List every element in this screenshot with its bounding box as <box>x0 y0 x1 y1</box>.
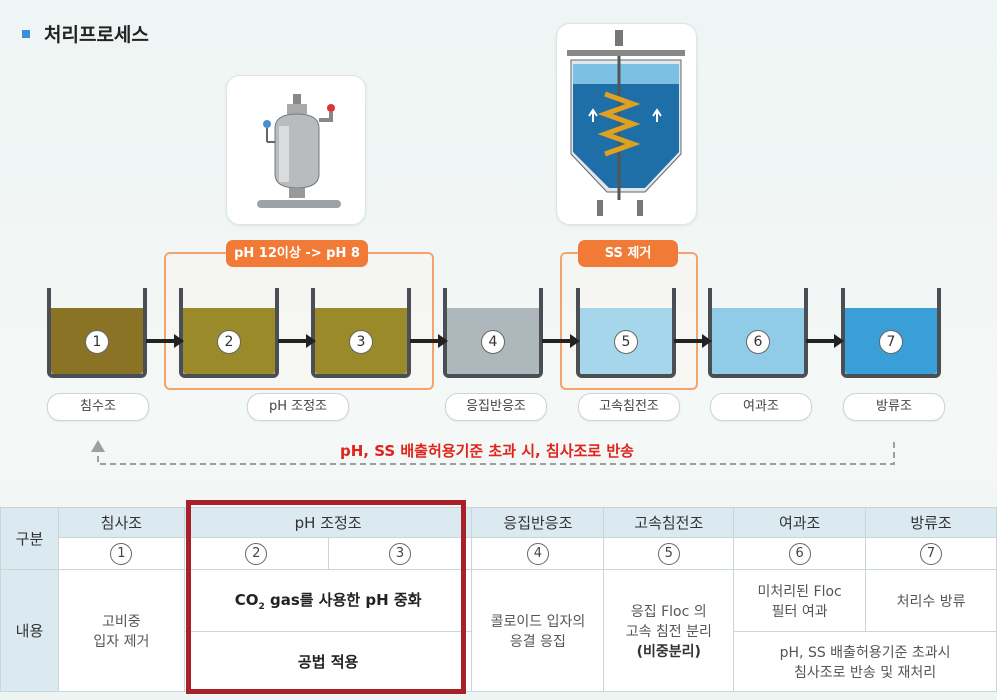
content-discharge: 처리수 방류 <box>865 569 997 632</box>
label-chimsujo: 침수조 <box>47 393 149 421</box>
label-coagulation: 응집반응조 <box>445 393 547 421</box>
ph-equipment-illustration <box>226 75 366 225</box>
content-line: 고비중 <box>102 613 141 630</box>
tank-walls <box>47 288 147 378</box>
content-line: 필터 여과 <box>771 603 828 620</box>
flow-arrow <box>542 334 580 348</box>
tank-7: 7 <box>841 288 941 378</box>
pressure-tank-icon <box>257 94 341 208</box>
return-path-arrow <box>91 440 895 465</box>
header-ph-adjust: pH 조정조 <box>183 507 473 538</box>
content-line: 고속 침전 분리 <box>625 623 712 640</box>
header-chimsajo: 침사조 <box>57 507 185 538</box>
section-header: 처리프로세스 <box>22 20 149 47</box>
tank-walls <box>841 288 941 378</box>
num-cell: 6 <box>733 537 867 570</box>
header-filtration: 여과조 <box>733 507 867 538</box>
content-line: 응결 응집 <box>509 633 566 650</box>
content-line: 침사조로 반송 및 재처리 <box>794 664 937 681</box>
tank-3: 3 <box>311 288 411 378</box>
num-cell: 5 <box>603 537 735 570</box>
page-title: 처리프로세스 <box>44 24 149 46</box>
tank-number-badge: 6 <box>746 330 770 354</box>
content-line: 미처리된 Floc <box>757 583 842 600</box>
tank-6: 6 <box>708 288 808 378</box>
tank-number-badge: 2 <box>217 330 241 354</box>
flow-arrow <box>410 334 448 348</box>
num-cell: 1 <box>57 537 185 570</box>
content-line: 콜로이드 입자의 <box>490 613 586 630</box>
content-ph-top: CO2 gas를 사용한 pH 중화 <box>183 569 473 632</box>
tank-number-badge: 1 <box>85 330 109 354</box>
tank-walls <box>311 288 411 378</box>
num-badge: 3 <box>389 542 412 565</box>
process-table: 구분 침사조 pH 조정조 응집반응조 고속침전조 여과조 방류조 1 2 3 … <box>0 507 997 692</box>
num-cell: 3 <box>327 537 473 570</box>
flow-arrow <box>806 334 844 348</box>
content-line: 응집 Floc 의 <box>630 603 707 620</box>
header-coagulation: 응집반응조 <box>471 507 605 538</box>
header-discharge: 방류조 <box>865 507 997 538</box>
flow-arrow <box>146 334 184 348</box>
tank-4: 4 <box>443 288 543 378</box>
flow-arrow <box>278 334 316 348</box>
num-badge: 2 <box>245 542 268 565</box>
num-cell: 7 <box>865 537 997 570</box>
content-line: pH, SS 배출허용기준 초과시 <box>779 644 951 661</box>
num-cell: 2 <box>183 537 329 570</box>
settling-tank-icon <box>567 30 685 216</box>
tank-number-badge: 4 <box>481 330 505 354</box>
return-note: pH, SS 배출허용기준 초과 시, 침사조로 반송 <box>340 442 634 460</box>
co2-rest-text: gas를 사용한 pH 중화 <box>264 591 422 609</box>
label-filtration: 여과조 <box>710 393 812 421</box>
label-discharge: 방류조 <box>843 393 945 421</box>
tank-walls <box>576 288 676 378</box>
ph-range-badge: pH 12이상 -> pH 8 <box>226 240 368 267</box>
ss-removal-badge: SS 제거 <box>578 240 678 267</box>
row-label-content: 내용 <box>0 569 59 692</box>
tank-number-badge: 3 <box>349 330 373 354</box>
co2-subscript: 2 <box>258 602 265 612</box>
tank-number-badge: 5 <box>614 330 638 354</box>
tank-walls <box>708 288 808 378</box>
label-sedimentation: 고속침전조 <box>578 393 680 421</box>
num-cell: 4 <box>471 537 605 570</box>
num-badge: 4 <box>526 542 549 565</box>
tank-number-badge: 7 <box>879 330 903 354</box>
num-badge: 1 <box>110 542 133 565</box>
content-line: 입자 제거 <box>93 633 150 650</box>
num-badge: 7 <box>920 542 943 565</box>
tank-5: 5 <box>576 288 676 378</box>
label-ph-adjust: pH 조정조 <box>247 393 349 421</box>
tank-1: 1 <box>47 288 147 378</box>
tank-walls <box>179 288 279 378</box>
tank-2: 2 <box>179 288 279 378</box>
flow-arrow <box>674 334 712 348</box>
highlight-frame <box>186 500 466 694</box>
co2-text: CO <box>234 591 259 609</box>
bullet-square-icon <box>22 29 30 38</box>
content-ph-bottom: 공법 적용 <box>183 631 473 692</box>
header-sedimentation: 고속침전조 <box>603 507 735 538</box>
num-badge: 5 <box>657 542 680 565</box>
sedimentation-equipment-illustration <box>556 23 697 225</box>
row-label-gubun: 구분 <box>0 507 59 570</box>
content-note: (비중분리) <box>636 643 701 660</box>
content-filtration: 미처리된 Floc 필터 여과 <box>733 569 867 632</box>
tank-walls <box>443 288 543 378</box>
num-badge: 6 <box>788 542 811 565</box>
